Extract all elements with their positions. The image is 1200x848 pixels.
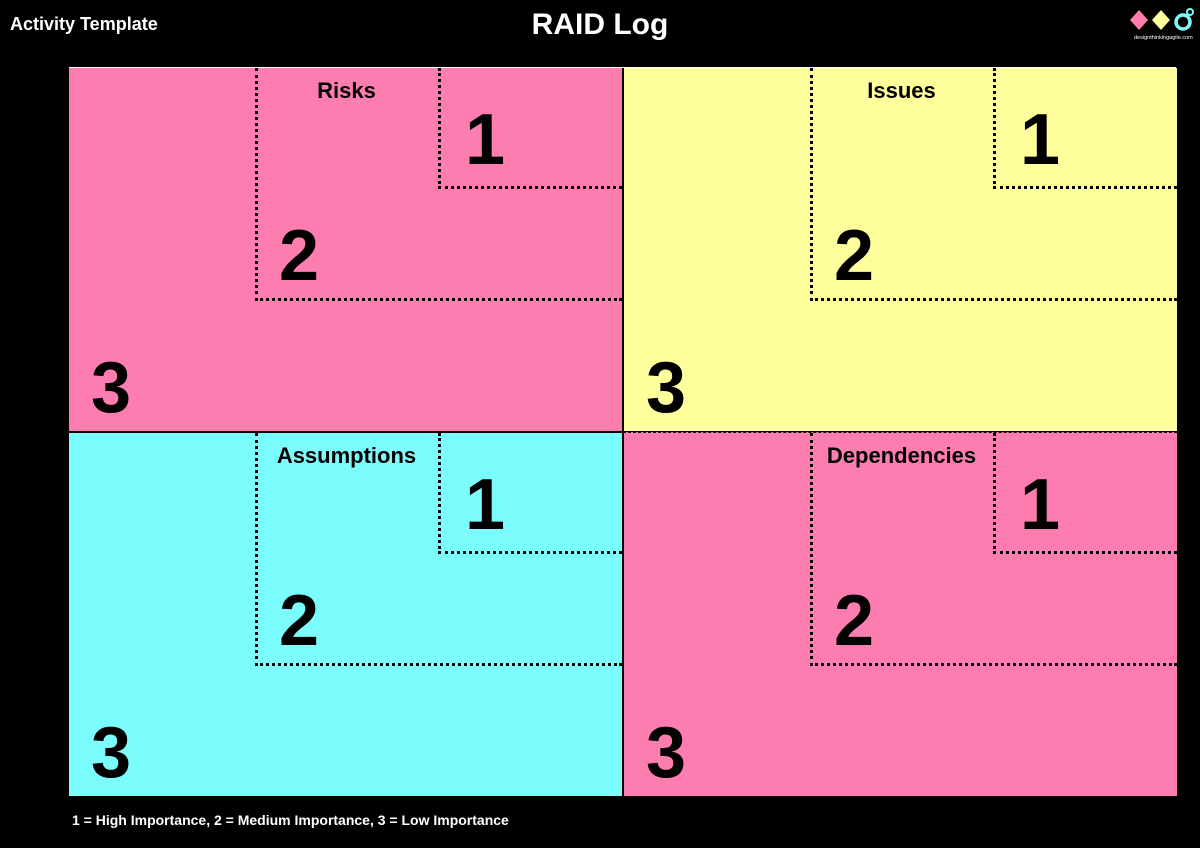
- medium-importance-zone: [810, 68, 1177, 301]
- high-importance-zone: [438, 433, 622, 554]
- high-importance-zone: [438, 68, 622, 189]
- raid-board: Risks 1 2 3 Issues 1 2 3 Assumptions 1 2…: [69, 67, 1177, 796]
- high-importance-zone: [993, 433, 1177, 554]
- level-3-label: 3: [91, 713, 132, 793]
- medium-importance-zone: [255, 68, 622, 301]
- logo-text: designthinkingagile.com: [1134, 35, 1193, 41]
- level-3-label: 3: [646, 713, 687, 793]
- logo-shapes-icon: [1130, 8, 1194, 31]
- medium-importance-zone: [810, 433, 1177, 666]
- quadrant-title: Issues: [867, 78, 936, 103]
- level-1-label: 1: [1020, 100, 1061, 180]
- quadrant-title: Risks: [317, 78, 376, 103]
- quadrant-issues: Issues 1 2 3: [623, 68, 1177, 431]
- activity-template-label: Activity Template: [10, 14, 158, 34]
- level-3-label: 3: [91, 348, 132, 428]
- level-2-label: 2: [279, 581, 320, 661]
- quadrant-risks: Risks 1 2 3: [69, 68, 622, 431]
- quadrant-title: Dependencies: [826, 443, 977, 468]
- high-importance-zone: [993, 68, 1177, 189]
- page-title: RAID Log: [531, 8, 669, 41]
- level-2-label: 2: [834, 581, 875, 661]
- quadrant-assumptions: Assumptions 1 2 3: [69, 432, 622, 796]
- quadrant-dependencies: Dependencies 1 2 3: [623, 432, 1177, 796]
- brand-logo: designthinkingagile.com: [1128, 6, 1196, 46]
- importance-legend: 1 = High Importance, 2 = Medium Importan…: [72, 812, 509, 828]
- level-3-label: 3: [646, 348, 687, 428]
- quadrant-title: Assumptions: [276, 443, 417, 468]
- level-1-label: 1: [1020, 465, 1061, 545]
- level-2-label: 2: [279, 216, 320, 296]
- level-1-label: 1: [465, 465, 506, 545]
- medium-importance-zone: [255, 433, 622, 666]
- level-2-label: 2: [834, 216, 875, 296]
- level-1-label: 1: [465, 100, 506, 180]
